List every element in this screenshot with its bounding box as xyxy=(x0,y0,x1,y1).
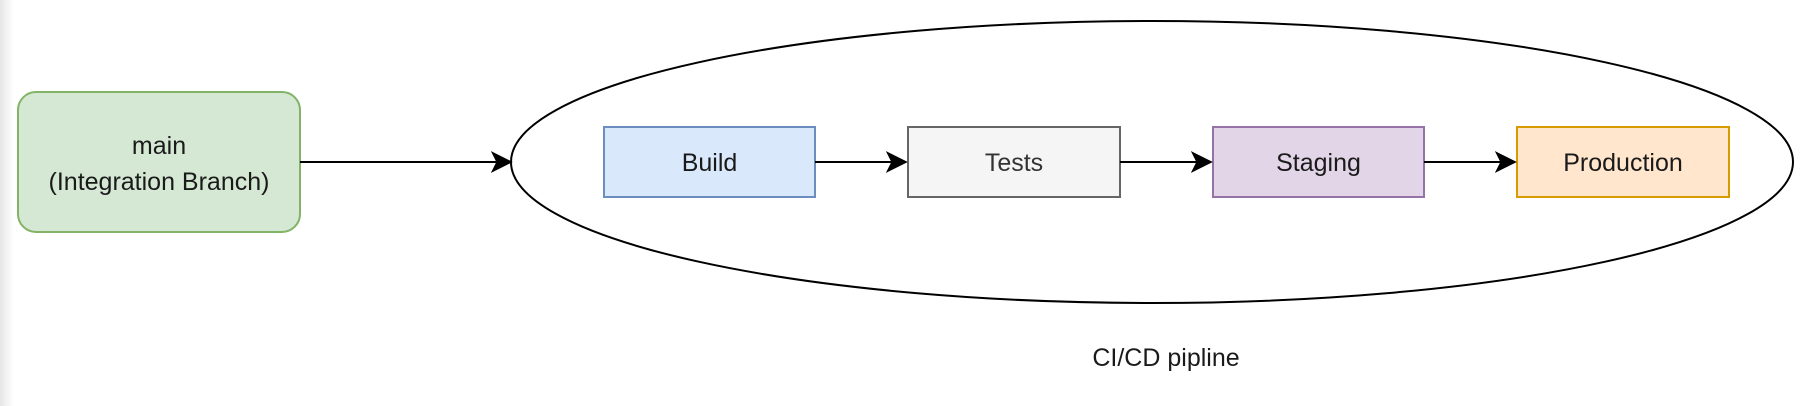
left-edge-shadow xyxy=(0,0,14,406)
pipeline-label: CI/CD pipline xyxy=(1092,344,1239,372)
stage-staging[interactable]: Staging xyxy=(1212,126,1425,198)
source-node-subtitle: (Integration Branch) xyxy=(49,168,270,196)
stage-build-box xyxy=(603,126,816,198)
source-node[interactable]: main (Integration Branch) xyxy=(17,91,301,233)
stage-staging-box xyxy=(1212,126,1425,198)
stage-tests-box xyxy=(907,126,1121,198)
stage-production-label: Production xyxy=(1563,149,1683,177)
stage-tests[interactable]: Tests xyxy=(907,126,1121,198)
source-node-title: main xyxy=(132,132,186,160)
stage-staging-label: Staging xyxy=(1276,149,1361,177)
stage-tests-label: Tests xyxy=(985,149,1043,177)
source-node-box xyxy=(17,91,301,233)
stage-build-label: Build xyxy=(682,149,738,177)
stage-production-box xyxy=(1516,126,1730,198)
stage-build[interactable]: Build xyxy=(603,126,816,198)
stage-production[interactable]: Production xyxy=(1516,126,1730,198)
